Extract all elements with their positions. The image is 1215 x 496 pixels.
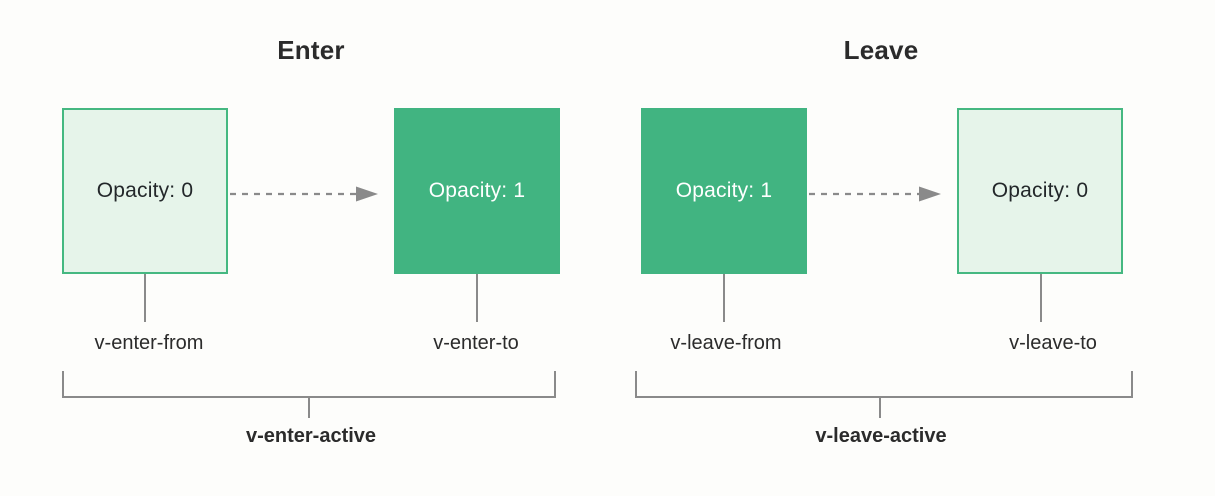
section-title-enter: Enter bbox=[277, 35, 345, 65]
state-box-label: Opacity: 0 bbox=[991, 179, 1089, 202]
section-title-leave: Leave bbox=[843, 35, 919, 65]
state-box-label: Opacity: 1 bbox=[428, 179, 526, 202]
state-box-label: Opacity: 1 bbox=[675, 179, 773, 202]
tick-line-enter-from bbox=[144, 274, 146, 322]
arrow-leave-icon bbox=[809, 186, 941, 202]
bracket-stem-enter bbox=[308, 398, 310, 418]
bracket-stem-leave bbox=[879, 398, 881, 418]
active-label-v-leave-active: v-leave-active bbox=[815, 425, 947, 447]
bracket-leave-active bbox=[635, 371, 1133, 398]
tick-line-leave-from bbox=[723, 274, 725, 322]
bracket-enter-active bbox=[62, 371, 556, 398]
arrow-enter-icon bbox=[230, 186, 378, 202]
tick-line-leave-to bbox=[1040, 274, 1042, 322]
tick-line-enter-to bbox=[476, 274, 478, 322]
state-box-leave-from: Opacity: 1 bbox=[641, 108, 807, 274]
tag-label-v-leave-to: v-leave-to bbox=[1009, 332, 1097, 354]
state-box-leave-to: Opacity: 0 bbox=[957, 108, 1123, 274]
active-label-v-enter-active: v-enter-active bbox=[245, 425, 377, 447]
state-box-enter-to: Opacity: 1 bbox=[394, 108, 560, 274]
tag-label-v-leave-from: v-leave-from bbox=[670, 332, 782, 354]
state-box-enter-from: Opacity: 0 bbox=[62, 108, 228, 274]
tag-label-v-enter-from: v-enter-from bbox=[94, 332, 204, 354]
tag-label-v-enter-to: v-enter-to bbox=[433, 332, 519, 354]
state-box-label: Opacity: 0 bbox=[96, 179, 194, 202]
